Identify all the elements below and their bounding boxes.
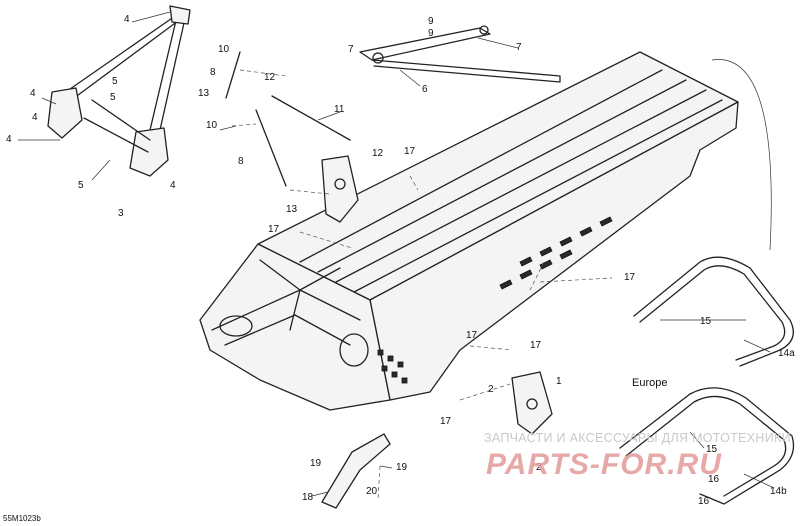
region-label-europe: Europe <box>632 377 667 389</box>
upper-bar-assembly <box>225 25 561 187</box>
callout-number: 15 <box>706 444 718 455</box>
callout-number: 2 <box>536 462 542 473</box>
perforated-panel <box>377 349 408 384</box>
callout-number: 17 <box>624 272 636 283</box>
callout-number: 5 <box>110 92 116 103</box>
callout-number: 18 <box>302 492 314 503</box>
rear-bumper-14b <box>619 387 795 505</box>
callout-number: 2 <box>488 384 494 395</box>
bracket-1 <box>511 371 553 435</box>
callout-number: 5 <box>78 180 84 191</box>
callout-number: 11 <box>334 104 345 115</box>
callout-number: 19 <box>396 462 408 473</box>
callout-number: 4 <box>170 180 176 191</box>
callout-number: 8 <box>238 156 244 167</box>
callout-number: 10 <box>218 44 230 55</box>
callout-number: 8 <box>210 67 216 78</box>
callout-number: 17 <box>440 416 452 427</box>
callout-number: 17 <box>404 146 416 157</box>
callout-numbers: 4 4 4 4 3 4 5 5 5 6 7 7 8 8 9 9 10 10 11… <box>6 14 795 507</box>
callout-number: 14b <box>770 486 787 497</box>
rear-bumper-14a <box>633 256 794 367</box>
callout-number: 9 <box>428 16 434 27</box>
figure-code: 55M1023b <box>3 514 41 523</box>
callout-number: 16 <box>698 496 710 507</box>
callout-number: 13 <box>198 88 210 99</box>
watermark-logo: PARTS-FOR.RU <box>486 448 722 481</box>
callout-number: 7 <box>348 44 354 55</box>
callout-number: 10 <box>206 120 218 131</box>
callout-number: 4 <box>32 112 38 123</box>
curve-leader <box>711 59 772 251</box>
callout-number: 7 <box>516 42 522 53</box>
callout-number: 14a <box>778 348 795 359</box>
callout-number: 12 <box>372 148 384 159</box>
assembly-lines <box>231 69 613 501</box>
callout-number: 3 <box>118 208 124 219</box>
callout-number: 13 <box>286 204 298 215</box>
steering-support-column <box>47 5 191 177</box>
callout-leaders <box>18 11 775 497</box>
center-bracket <box>321 155 359 223</box>
callout-number: 1 <box>556 376 562 387</box>
callout-number: 4 <box>30 88 36 99</box>
callout-number: 4 <box>6 134 12 145</box>
tunnel-chassis <box>199 51 739 411</box>
skid-plate-18 <box>321 433 391 509</box>
callout-number: 20 <box>366 486 378 497</box>
callout-number: 19 <box>310 458 322 469</box>
callout-number: 4 <box>124 14 130 25</box>
watermark-tagline: ЗАПЧАСТИ И АКСЕССУАРЫ ДЛЯ МОТОТЕХНИКИ <box>484 431 791 445</box>
callout-number: 5 <box>112 76 118 87</box>
callout-number: 9 <box>428 28 434 39</box>
watermark: ЗАПЧАСТИ И АКСЕССУАРЫ ДЛЯ МОТОТЕХНИКИ PA… <box>484 431 791 481</box>
callout-number: 16 <box>708 474 720 485</box>
tunnel-vent-holes <box>499 216 613 290</box>
callout-number: 17 <box>530 340 542 351</box>
callout-number: 6 <box>422 84 428 95</box>
callout-number: 15 <box>700 316 712 327</box>
callout-number: 12 <box>264 72 276 83</box>
callout-number: 17 <box>466 330 478 341</box>
callout-number: 17 <box>268 224 280 235</box>
